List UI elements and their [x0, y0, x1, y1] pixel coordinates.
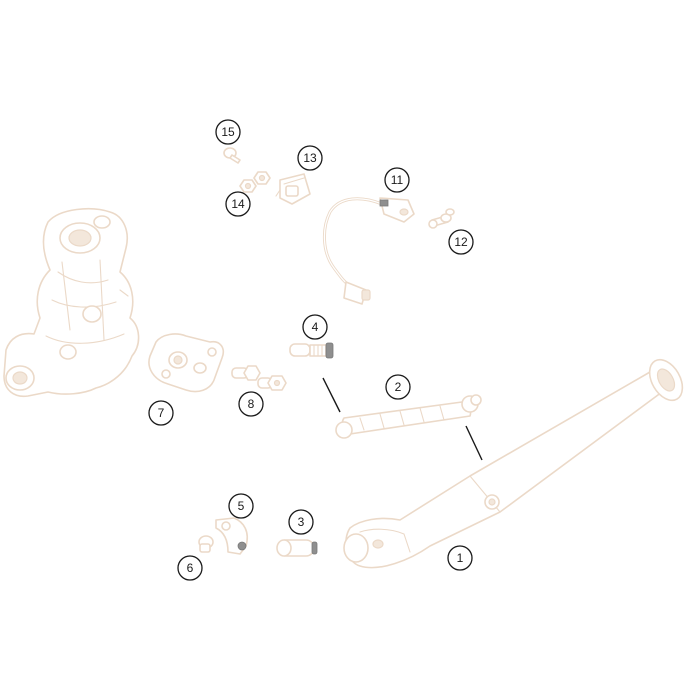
callout-15: 15: [215, 119, 241, 145]
frame-bracket: [3, 208, 140, 398]
callout-label-1: 1: [457, 551, 464, 565]
mounting-plate-part-7: [148, 333, 225, 393]
callout-6: 6: [177, 555, 203, 581]
callout-label-2: 2: [395, 380, 402, 394]
nut-part-14: [239, 171, 271, 193]
callout-11: 11: [384, 167, 410, 193]
callout-label-4: 4: [312, 320, 319, 334]
sensor-part-13: [275, 173, 311, 205]
callout-3: 3: [288, 509, 314, 535]
callout-label-6: 6: [187, 561, 194, 575]
callout-label-12: 12: [454, 235, 468, 249]
screw-part-12: [428, 208, 455, 229]
callout-label-5: 5: [238, 499, 245, 513]
callout-2: 2: [385, 374, 411, 400]
callout-label-14: 14: [231, 197, 245, 211]
screw-part-15: [223, 147, 241, 164]
callout-label-8: 8: [248, 397, 255, 411]
callout-1: 1: [447, 545, 473, 571]
callout-12: 12: [448, 229, 474, 255]
callout-8: 8: [238, 391, 264, 417]
callout-13: 13: [297, 145, 323, 171]
callout-4: 4: [302, 314, 328, 340]
callout-7: 7: [148, 400, 174, 426]
screw-part-6: [198, 535, 214, 553]
callout-label-15: 15: [221, 125, 235, 139]
bolt-part-4: [289, 342, 334, 359]
pin-part-3: [276, 539, 318, 557]
bolt-part-8: [231, 365, 287, 391]
leader-lines: [322, 377, 483, 461]
bracket-part-5: [215, 517, 249, 555]
callout-label-13: 13: [303, 151, 317, 165]
callout-5: 5: [228, 493, 254, 519]
callout-label-7: 7: [158, 406, 165, 420]
spring-part-2: [335, 394, 482, 439]
callout-14: 14: [225, 191, 251, 217]
side-stand-part-1: [343, 358, 684, 569]
callout-label-3: 3: [298, 515, 305, 529]
side-stand-switch-part-11: [323, 197, 415, 305]
callout-label-11: 11: [391, 173, 404, 187]
